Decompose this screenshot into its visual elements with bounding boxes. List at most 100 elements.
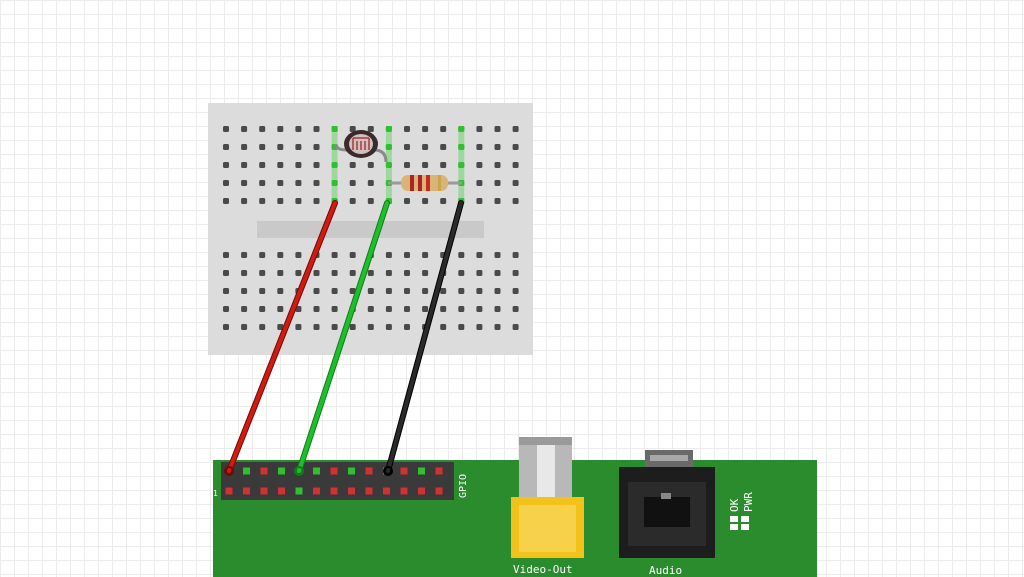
breadboard-hole	[313, 324, 320, 330]
gpio-pin	[365, 467, 373, 475]
jumper-wires	[224, 200, 464, 476]
breadboard-hole	[277, 324, 284, 330]
breadboard-hole	[440, 324, 447, 330]
breadboard-hole	[367, 126, 374, 132]
breadboard-hole	[349, 198, 356, 204]
breadboard-hole	[512, 180, 519, 186]
breadboard-hole	[494, 198, 501, 204]
resistor-band-3	[426, 175, 430, 191]
breadboard-hole	[295, 198, 302, 204]
breadboard-hole	[512, 288, 519, 294]
video-out-jack[interactable]	[511, 437, 584, 558]
rca-barrel-shine	[537, 437, 555, 499]
breadboard-hole	[223, 288, 229, 294]
breadboard-hole	[277, 180, 284, 186]
gpio-pin	[260, 487, 268, 495]
breadboard-hole	[440, 162, 447, 168]
breadboard-hole	[223, 306, 229, 312]
resistor[interactable]	[388, 175, 462, 191]
connected-hole	[458, 144, 465, 150]
gpio-pin	[243, 487, 250, 495]
breadboard-hole	[476, 126, 483, 132]
gpio-pin	[313, 467, 320, 475]
connected-hole	[331, 180, 338, 186]
breadboard-hole	[241, 270, 248, 276]
breadboard-hole	[259, 144, 266, 150]
breadboard-hole	[422, 306, 429, 312]
breadboard-hole	[295, 324, 302, 330]
breadboard-center-channel	[257, 221, 484, 238]
gpio-pin	[278, 467, 285, 475]
breadboard-hole	[313, 306, 320, 312]
breadboard-hole	[277, 288, 284, 294]
gpio-pin	[348, 467, 355, 475]
breadboard-hole	[404, 288, 410, 294]
audio-notch	[661, 493, 671, 499]
breadboard-hole	[331, 324, 338, 330]
rca-housing-face	[519, 505, 576, 552]
breadboard-hole	[367, 306, 374, 312]
breadboard-hole	[331, 252, 338, 258]
gpio-pin	[400, 467, 408, 475]
breadboard-hole	[494, 180, 501, 186]
video-out-label: Video-Out	[513, 563, 573, 576]
breadboard-hole	[241, 144, 248, 150]
breadboard-hole	[476, 198, 483, 204]
gpio-label: GPIO	[458, 474, 469, 498]
gpio-pin	[418, 467, 425, 475]
breadboard-hole	[223, 180, 229, 186]
breadboard-hole	[422, 144, 429, 150]
audio-label: Audio	[649, 564, 682, 577]
gpio-pin	[313, 487, 320, 495]
breadboard-hole	[404, 144, 410, 150]
breadboard-hole	[295, 252, 302, 258]
ldr-left-lead	[334, 143, 348, 152]
breadboard-hole	[277, 252, 284, 258]
breadboard-hole	[404, 252, 410, 258]
status-leds	[728, 516, 751, 530]
breadboard-hole	[385, 270, 392, 276]
gpio-pin	[400, 487, 408, 495]
gpio-pin	[260, 467, 268, 475]
breadboard-hole	[385, 252, 392, 258]
breadboard-hole	[494, 270, 501, 276]
breadboard-hole	[440, 198, 447, 204]
breadboard-hole	[277, 306, 284, 312]
connected-hole	[385, 144, 392, 150]
resistor-band-2	[418, 175, 422, 191]
raspberry-pi-board: 1 GPIO Video-Out Audio OK PWR	[213, 437, 817, 577]
breadboard-hole	[404, 270, 410, 276]
gpio-pin	[435, 467, 443, 475]
breadboard-hole	[241, 180, 248, 186]
breadboard-hole	[313, 126, 320, 132]
photoresistor[interactable]	[334, 130, 388, 163]
breadboard-hole	[349, 252, 356, 258]
gpio-pin	[330, 467, 338, 475]
breadboard-hole	[367, 288, 374, 294]
audio-jack[interactable]	[619, 450, 715, 558]
connected-hole	[458, 162, 465, 168]
breadboard-hole	[476, 144, 483, 150]
breadboard-hole	[367, 180, 374, 186]
breadboard-hole	[512, 252, 519, 258]
breadboard-hole	[440, 288, 447, 294]
black-wire[interactable]	[383, 200, 464, 476]
red-wire[interactable]	[224, 200, 338, 476]
gpio-pin	[243, 467, 250, 475]
connected-hole	[331, 162, 338, 168]
breadboard-hole	[367, 270, 374, 276]
breadboard-hole	[349, 162, 356, 168]
breadboard-hole	[313, 198, 320, 204]
breadboard-hole	[476, 306, 483, 312]
breadboard-hole	[404, 198, 410, 204]
breadboard-hole	[367, 324, 374, 330]
breadboard-hole	[476, 324, 483, 330]
breadboard-hole	[259, 198, 266, 204]
ldr-trace	[352, 137, 370, 150]
connected-hole	[385, 126, 392, 132]
breadboard-hole	[295, 180, 302, 186]
green-wire[interactable]	[294, 200, 390, 476]
breadboard-hole	[349, 126, 356, 132]
breadboard-hole	[512, 126, 519, 132]
